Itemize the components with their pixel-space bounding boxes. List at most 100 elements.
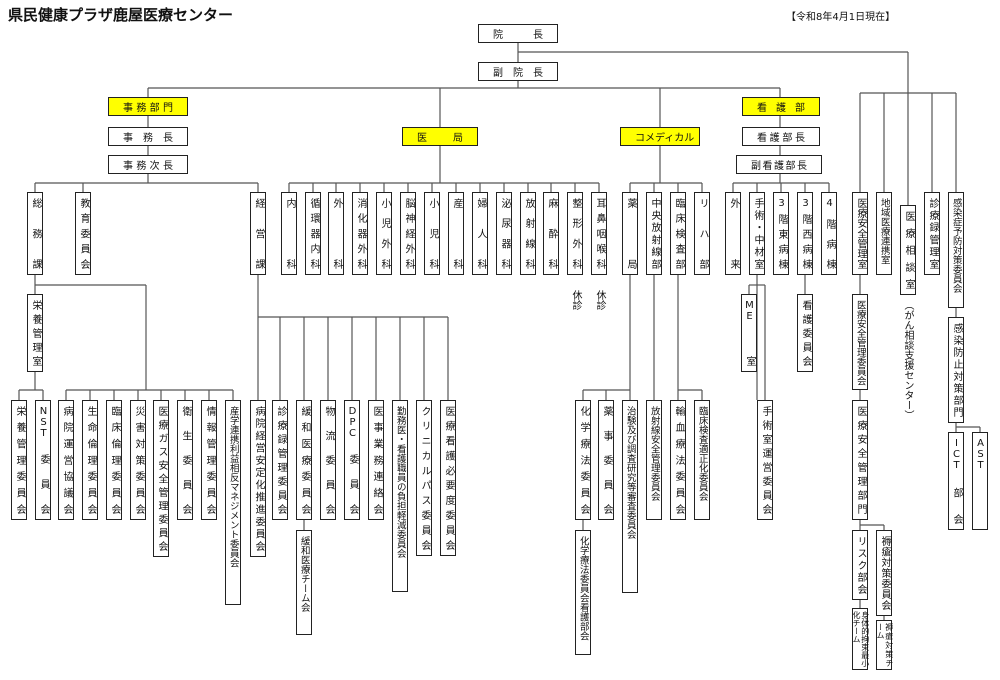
org-box-label: 耳鼻咽喉科 (594, 198, 605, 269)
org-box-coi-committee: 産学連携利益相反マネジメント委員会 (225, 400, 241, 605)
page-title: 県民健康プラザ鹿屋医療センター (8, 6, 234, 24)
org-box-ict-group: ICT部会 (948, 432, 964, 530)
org-box-label: 手術・中材室 (752, 198, 763, 269)
org-box-label: 医療ガス安全管理委員会 (156, 406, 167, 551)
org-box-hygiene-committee: 衛生委員会 (177, 400, 193, 520)
org-box-label: 内科 (284, 198, 295, 269)
org-box-pressure-committee: 褥瘡対策委員会 (876, 530, 892, 616)
org-box-label: 看護委員会 (800, 300, 811, 366)
org-box-label: 小児科 (427, 198, 438, 269)
org-box-pharma-affairs: 薬事委員会 (598, 400, 614, 520)
org-box-label: 放射線安全管理委員会 (648, 406, 660, 501)
org-box-nursing-need-committee: 医療看護必要度委員会 (440, 400, 456, 556)
org-box-comedical: コメディカル (620, 127, 700, 146)
org-box-label: 事務長 (123, 133, 173, 144)
org-box-anesthesia: 麻酔科 (543, 192, 559, 275)
org-box-affairs-liaison: 医事業務連絡会 (368, 400, 384, 520)
org-box-consult-office: 医療相談室 (900, 205, 916, 295)
org-box-label: 院長 (493, 30, 543, 41)
org-box-label: 3階東病棟 (776, 198, 787, 269)
org-box-label: 衛生委員会 (180, 406, 191, 514)
org-box-label: 薬局 (625, 198, 636, 269)
org-box-me-room: ME室 (741, 294, 757, 372)
org-box-label: リスク部会 (855, 536, 866, 594)
note-ortho-closed: 休診 (570, 290, 581, 310)
org-box-admin-dept: 事務部門 (108, 97, 188, 116)
org-box-education-committee: 教育委員会 (75, 192, 91, 275)
org-box-label: 麻酔科 (546, 198, 557, 269)
org-box-general-affairs: 総務課 (27, 192, 43, 275)
org-box-label: NST委員会 (38, 406, 49, 514)
org-box-label: 物流委員会 (323, 406, 334, 514)
org-box-clinical-ethics-committee: 臨床倫理委員会 (106, 400, 122, 520)
org-box-nutrition-office: 栄養管理室 (27, 294, 43, 372)
org-box-label: 臨床倫理委員会 (109, 406, 120, 514)
org-box-lab-qc-committee: 臨床検査適正化委員会 (694, 400, 710, 520)
org-box-palliative-committee: 緩和医療委員会 (296, 400, 312, 520)
org-box-label: 栄養管理室 (30, 300, 41, 366)
org-box-ward-4: 4階病棟 (821, 192, 837, 275)
org-box-orthopedics: 整形外科 (567, 192, 583, 275)
org-box-pressure-team: 褥瘡対策チーム (876, 620, 894, 670)
org-box-infection-committee: 感染症予防対策委員会 (948, 192, 964, 308)
note-cancer-center: （がん相談支援センター） (902, 300, 913, 420)
org-box-label: 看護部長 (757, 133, 805, 144)
org-box-gi-surgery: 消化器外科 (352, 192, 368, 275)
org-box-label: 栄養管理委員会 (14, 406, 25, 514)
org-box-info-committee: 情報管理委員会 (201, 400, 217, 520)
org-box-nursing-committee: 看護委員会 (797, 294, 813, 372)
org-box-nursing-deputy: 副看護部長 (736, 155, 822, 174)
org-box-or-committee: 手術室運営委員会 (757, 400, 773, 520)
org-box-label: 感染防止対策部門 (951, 323, 962, 417)
org-box-dpc-committee: DPC委員会 (344, 400, 360, 520)
org-box-label: 医療看護必要度委員会 (443, 406, 454, 550)
org-box-director: 院長 (478, 24, 558, 43)
org-box-label: ME室 (744, 300, 755, 366)
org-box-label: 循環器内科 (308, 198, 319, 269)
org-box-label: 薬事委員会 (601, 406, 612, 514)
org-box-radiology: 放射線科 (520, 192, 536, 275)
org-box-label: 消化器外科 (355, 198, 366, 269)
org-box-label: 病院経営安定化推進委員会 (253, 406, 264, 551)
org-box-label: 診療録管理室 (927, 198, 938, 269)
org-box-label: 緩和医療委員会 (299, 406, 310, 514)
org-box-transfusion-committee: 輸血療法委員会 (670, 400, 686, 520)
org-box-label: 情報管理委員会 (204, 406, 215, 514)
org-box-label: 勤務医・看護職員の負担軽減委員会 (394, 406, 406, 558)
note-ent-closed: 休診 (594, 290, 605, 310)
org-box-label: 整形外科 (570, 198, 581, 269)
org-box-outpatient: 外来 (725, 192, 741, 275)
org-box-label: ICT部会 (951, 438, 962, 524)
org-box-or-supply: 手術・中材室 (749, 192, 765, 275)
org-box-label: 感染症予防対策委員会 (950, 198, 962, 293)
org-box-safety-office: 医療安全管理室 (852, 192, 868, 275)
org-box-restraint-team: 身体的拘束最小化チーム (852, 608, 870, 670)
org-box-stability-committee: 病院経営安定化推進委員会 (250, 400, 266, 557)
org-box-safety-division: 医療安全管理部門 (852, 400, 868, 520)
org-box-label: 事務部門 (123, 103, 173, 114)
org-box-label: 病院運営協議会 (61, 406, 72, 514)
org-box-chemo-nursing: 化学療法委員会看護部会 (575, 530, 591, 655)
org-box-label: 輸血療法委員会 (673, 406, 684, 514)
org-box-ward-3w: 3階西病棟 (797, 192, 813, 275)
org-box-burden-committee: 勤務医・看護職員の負担軽減委員会 (392, 400, 408, 592)
org-box-ward-3e: 3階東病棟 (773, 192, 789, 275)
org-box-pediatrics: 小児科 (424, 192, 440, 275)
org-box-label: 医事業務連絡会 (371, 406, 382, 514)
org-box-regional-office: 地域医療連携室 (876, 192, 892, 275)
org-box-internal: 内科 (281, 192, 297, 275)
org-box-urology: 泌尿器科 (496, 192, 512, 275)
org-box-label: 診療録管理委員会 (275, 406, 286, 514)
org-box-label: 小児外科 (379, 198, 390, 269)
org-box-label: 褥瘡対策チーム (876, 623, 894, 667)
org-box-clinical-path-committee: クリニカルパス委員会 (416, 400, 432, 556)
org-box-label: DPC委員会 (347, 406, 358, 514)
org-box-cardio: 循環器内科 (305, 192, 321, 275)
org-box-risk-group: リスク部会 (852, 530, 868, 600)
org-box-vice-director: 副院長 (478, 62, 558, 81)
org-box-label: 婦人科 (475, 198, 486, 269)
org-box-label: 放射線科 (523, 198, 534, 269)
org-box-label: 褥瘡対策委員会 (879, 536, 890, 610)
org-box-label: 医療安全管理委員会 (854, 300, 866, 386)
